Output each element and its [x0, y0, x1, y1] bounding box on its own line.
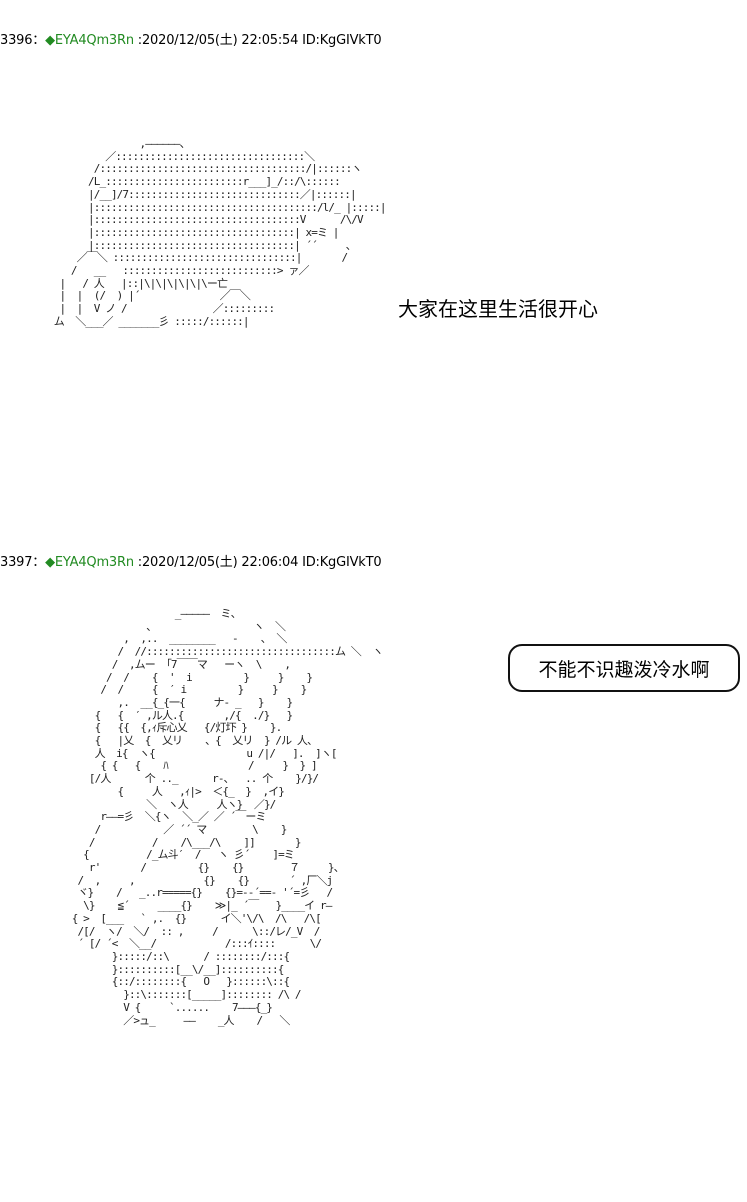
dialogue-text: 大家在这里生活很开心 — [398, 297, 598, 321]
dialogue-text: 不能不识趣泼冷水啊 — [538, 658, 710, 681]
post-meta: :2020/12/05(土) 22:05:54 ID:KgGIVkT0 — [133, 33, 382, 48]
post-separator: ： — [32, 33, 46, 48]
post-number: 3396 — [0, 33, 33, 48]
speech-bubble: 不能不识趣泼冷水啊 — [508, 644, 740, 692]
post-header: 3396：◆EYA4Qm3Rn :2020/12/05(土) 22:05:54 … — [0, 33, 382, 49]
trip-mark: ◆ — [45, 555, 55, 570]
ascii-art: _――――― ミ、 、 ヽ ＼ , ,.. ________ ‐ 、 ＼ / /… — [71, 607, 384, 1027]
ascii-art: ,――――――、 ／::::::::::::::::::::::::::::::… — [53, 137, 387, 328]
post-separator: ： — [32, 555, 46, 570]
post-meta: :2020/12/05(土) 22:06:04 ID:KgGIVkT0 — [133, 555, 382, 570]
trip-mark: ◆ — [45, 33, 55, 48]
poster-trip: EYA4Qm3Rn — [54, 33, 134, 48]
poster-trip: EYA4Qm3Rn — [54, 555, 134, 570]
post-number: 3397 — [0, 555, 33, 570]
post-header: 3397：◆EYA4Qm3Rn :2020/12/05(土) 22:06:04 … — [0, 555, 382, 571]
